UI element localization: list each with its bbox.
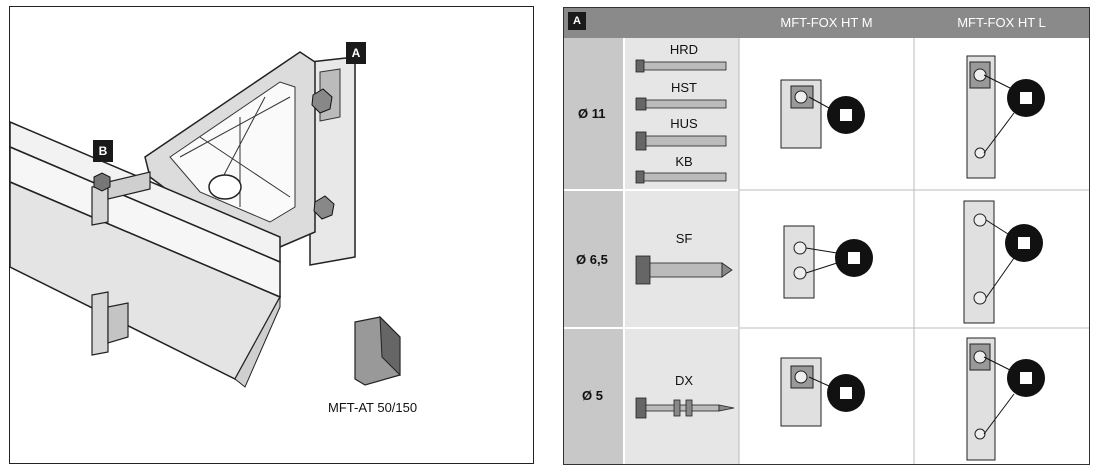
header-tag: A xyxy=(568,12,586,30)
anchor-label-kb: KB xyxy=(675,154,693,169)
anchor-label-sf: SF xyxy=(675,231,693,246)
fastener-table: A MFT-FOX HT M MFT-FOX HT L xyxy=(563,7,1090,465)
installation-illustration: A B MFT-AT 50/150 xyxy=(9,6,534,464)
anchor-label-hus: HUS xyxy=(670,116,698,131)
column-header-m: MFT-FOX HT M xyxy=(780,15,873,30)
wedge-caption: MFT-AT 50/150 xyxy=(328,400,418,415)
diameter-label-row3: Ø 5 xyxy=(582,388,603,403)
diameter-label-row2: Ø 6,5 xyxy=(576,252,608,267)
diameter-column xyxy=(564,38,624,464)
diameter-label-row1: Ø 11 xyxy=(578,106,606,121)
bracket-drawing xyxy=(9,51,401,388)
column-header-l: MFT-FOX HT L xyxy=(957,15,1046,30)
label-a-marker: A xyxy=(346,42,366,64)
table-grid xyxy=(564,38,1089,464)
label-b-marker: B xyxy=(93,140,113,162)
anchor-label-hrd: HRD xyxy=(669,42,699,57)
anchor-label-dx: DX xyxy=(674,373,694,388)
anchor-label-hst: HST xyxy=(671,80,697,95)
table-header: A MFT-FOX HT M MFT-FOX HT L xyxy=(564,8,1089,38)
